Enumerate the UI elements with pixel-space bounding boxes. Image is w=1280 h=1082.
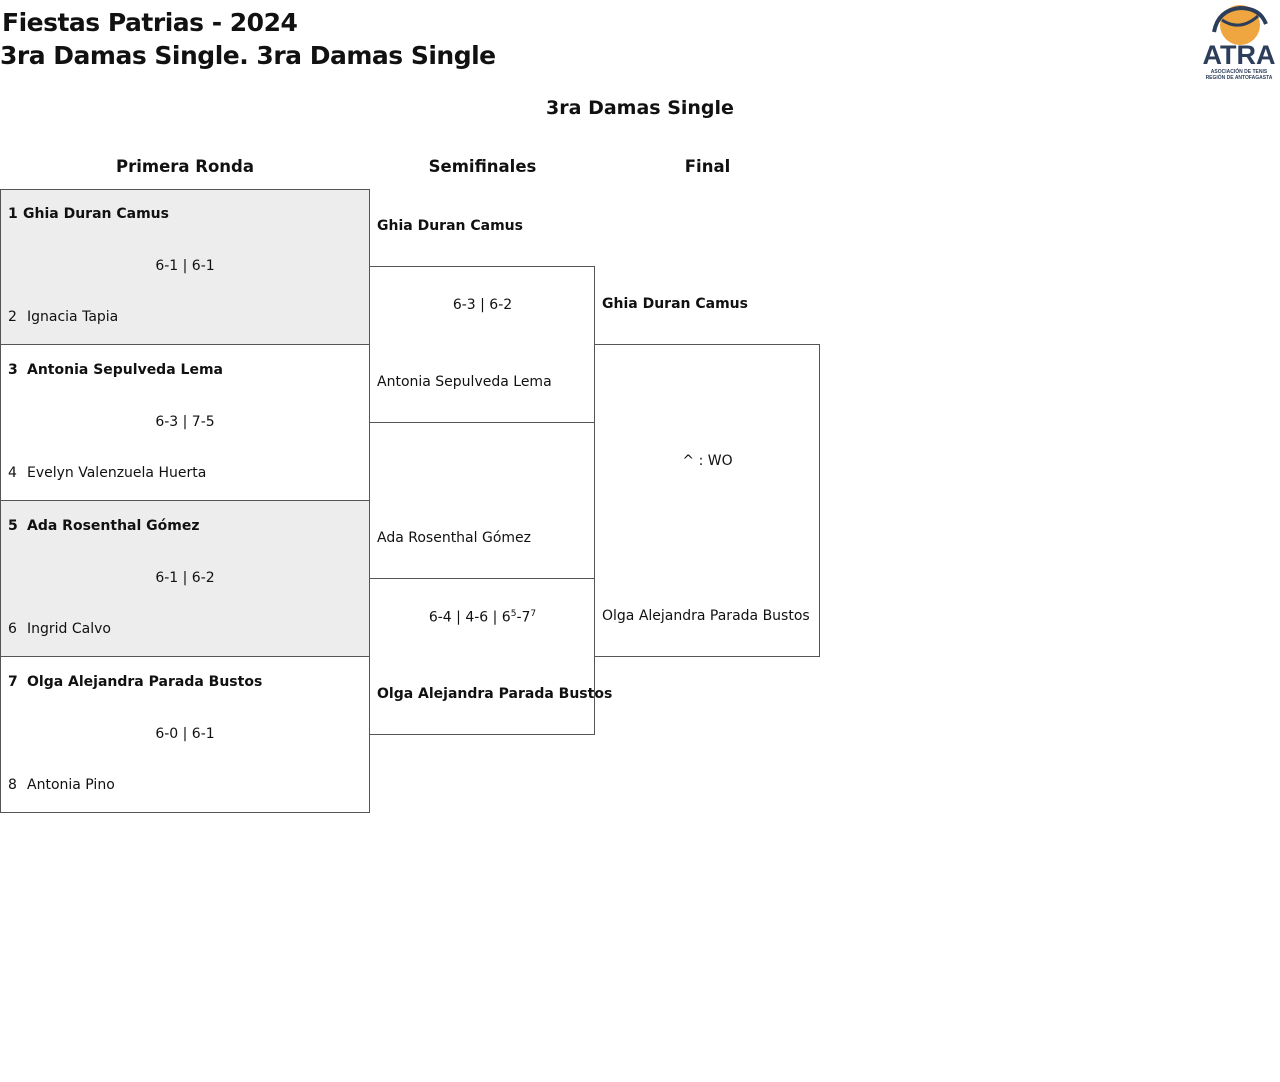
player-entry[interactable]: 3 Antonia Sepulveda Lema (8, 362, 223, 378)
bracket-title: 3ra Damas Single (546, 97, 734, 119)
round-header-first: Primera Ronda (115, 157, 255, 176)
match-score: 6-3 | 6-2 (452, 297, 513, 313)
player-entry[interactable]: 5 Ada Rosenthal Gómez (8, 518, 200, 534)
match-box-sf-2 (369, 578, 595, 735)
match-score: ^ : WO (682, 453, 733, 469)
player-name[interactable]: Ghia Duran Camus (602, 296, 748, 312)
player-name[interactable]: Ghia Duran Camus (377, 218, 523, 234)
logo-subtext-1: ASOCIACIÓN DE TENIS (1211, 67, 1268, 75)
player-name[interactable]: Olga Alejandra Parada Bustos (602, 608, 810, 624)
page-title: Fiestas Patrias - 2024 (2, 8, 298, 37)
seed-number: 7 (8, 674, 18, 690)
seed-number: 1 (8, 206, 18, 222)
player-name[interactable]: Antonia Sepulveda Lema (377, 374, 552, 390)
player-entry[interactable]: 2 Ignacia Tapia (8, 309, 118, 325)
seed-number: 4 (8, 465, 17, 481)
player-name: Evelyn Valenzuela Huerta (27, 465, 207, 481)
player-name: Antonia Pino (27, 777, 115, 793)
player-entry[interactable]: 4 Evelyn Valenzuela Huerta (8, 465, 206, 481)
player-name: Olga Alejandra Parada Bustos (27, 674, 263, 690)
player-name: Ghia Duran Camus (23, 206, 169, 222)
match-box-sf-1 (369, 266, 595, 423)
player-entry[interactable]: 6 Ingrid Calvo (8, 621, 111, 637)
match-score: 6-0 | 6-1 (155, 726, 215, 742)
logo-text: ATRA (1203, 40, 1276, 70)
match-score: 6-1 | 6-2 (155, 570, 215, 586)
seed-number: 5 (8, 518, 18, 534)
player-name[interactable]: Ada Rosenthal Gómez (377, 530, 531, 546)
match-score: 6-3 | 7-5 (155, 414, 215, 430)
seed-number: 6 (8, 621, 17, 637)
player-entry[interactable]: 1 Ghia Duran Camus (8, 206, 169, 222)
round-header-semifinals: Semifinales (428, 157, 537, 176)
atra-logo: ATRA ASOCIACIÓN DE TENIS REGIÓN DE ANTOF… (1203, 5, 1276, 81)
player-entry[interactable]: 7 Olga Alejandra Parada Bustos (8, 674, 262, 690)
seed-number: 2 (8, 309, 17, 325)
round-header-final: Final (684, 157, 731, 176)
seed-number: 8 (8, 777, 17, 793)
page-subtitle: 3ra Damas Single. 3ra Damas Single (0, 41, 496, 70)
match-box-final (594, 344, 820, 657)
seed-number: 3 (8, 362, 18, 378)
logo-subtext-2: REGIÓN DE ANTOFAGASTA (1206, 73, 1273, 81)
player-name: Ingrid Calvo (27, 621, 111, 637)
player-name[interactable]: Olga Alejandra Parada Bustos (377, 686, 613, 702)
player-entry[interactable]: 8 Antonia Pino (8, 777, 115, 793)
player-name: Antonia Sepulveda Lema (27, 362, 223, 378)
match-score: 6-1 | 6-1 (155, 258, 215, 274)
player-name: Ada Rosenthal Gómez (27, 518, 200, 534)
match-score: 6-4 | 4-6 | 65-77 (428, 609, 537, 626)
player-name: Ignacia Tapia (27, 309, 119, 325)
